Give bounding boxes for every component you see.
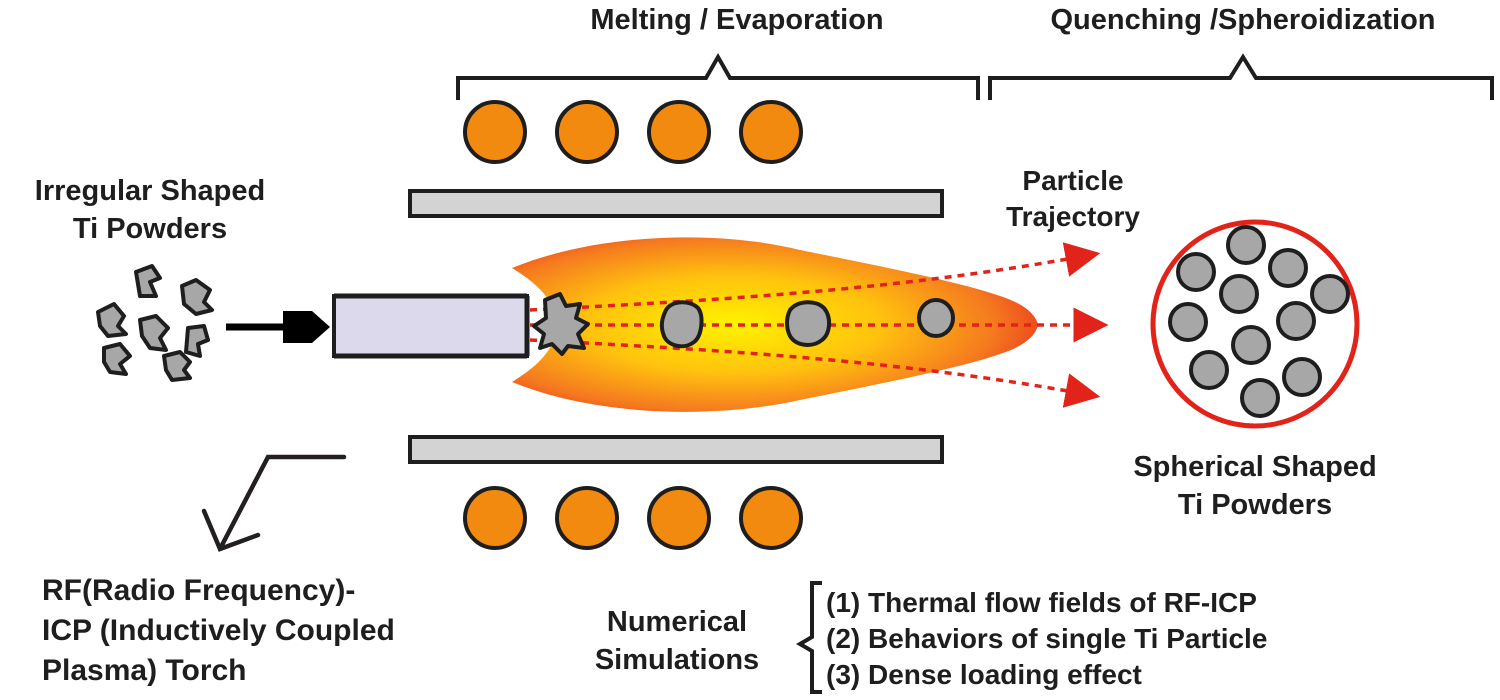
rounding-particle <box>785 300 831 347</box>
spherical-particle <box>1226 225 1266 265</box>
simulations-label-line2: Simulations <box>595 644 759 676</box>
spherical-particle <box>1219 274 1259 314</box>
torch-label-line1: RF(Radio Frequency)- <box>42 574 355 607</box>
spherical-particle <box>917 298 955 338</box>
bracket-quenching <box>988 53 1494 100</box>
rf-coil-bottom <box>463 486 803 550</box>
coil-turn <box>739 486 803 550</box>
coil-turn <box>463 486 527 550</box>
torch-label-line3: Plasma) Torch <box>42 654 247 687</box>
spherical-particle <box>1282 357 1322 397</box>
rounding-particle <box>659 300 704 349</box>
simulations-brace <box>796 581 822 694</box>
irregular-particle <box>180 278 214 316</box>
spherical-particle <box>1310 274 1350 314</box>
torch-label-line2: ICP (Inductively Coupled <box>42 614 395 647</box>
trajectory-upper <box>529 242 1101 312</box>
irregular-powder-cluster <box>96 264 214 382</box>
irregular-particle <box>102 342 132 376</box>
simulations-label-line1: Numerical <box>607 606 747 638</box>
input-label-line1: Irregular Shaped <box>35 175 265 207</box>
spherical-particle <box>1176 252 1216 292</box>
injector-tube-outline <box>334 293 530 359</box>
irregular-particle <box>138 314 170 352</box>
injector-tube <box>332 294 529 358</box>
input-label-line2: Ti Powders <box>73 213 227 245</box>
coil-turn <box>555 100 619 164</box>
simulation-item-2: (2) Behaviors of single Ti Particle <box>826 623 1267 654</box>
coil-turn <box>647 100 711 164</box>
melting-particle <box>532 292 590 356</box>
irregular-particle <box>162 350 192 382</box>
trajectory-lower <box>529 338 1101 408</box>
simulation-item-3: (3) Dense loading effect <box>826 659 1142 690</box>
output-label-line2: Ti Powders <box>1178 489 1332 521</box>
torch-callout-arrow <box>201 454 347 552</box>
irregular-particle <box>184 324 210 358</box>
spherical-particle <box>1168 302 1208 342</box>
trajectory-label-line2: Trajectory <box>1006 201 1140 232</box>
callout-head <box>201 508 261 552</box>
particle-trajectories <box>529 242 1109 408</box>
bracket-melting <box>456 52 980 100</box>
irregular-particle <box>134 264 162 298</box>
rf-coil-top <box>463 100 803 164</box>
feed-arrow-head <box>283 311 330 343</box>
spherical-particle <box>1231 325 1271 365</box>
irregular-particle <box>96 302 128 338</box>
in-flight-particles <box>532 292 955 356</box>
spherical-particle <box>1268 248 1308 288</box>
coil-turn <box>739 100 803 164</box>
callout-line <box>218 454 347 550</box>
coil-turn <box>555 486 619 550</box>
spherical-particle <box>1240 378 1280 418</box>
coil-turn <box>463 100 527 164</box>
output-label-line1: Spherical Shaped <box>1133 451 1376 483</box>
spherical-particle <box>1189 350 1229 390</box>
simulation-item-1: (1) Thermal flow fields of RF-ICP <box>826 587 1257 618</box>
stage-label-quenching: Quenching /Spheroidization <box>1050 4 1435 36</box>
trajectory-label-line1: Particle <box>1022 165 1123 196</box>
spherical-particle <box>1276 301 1316 341</box>
stage-label-melting: Melting / Evaporation <box>590 4 883 36</box>
torch-wall-bottom <box>408 435 944 464</box>
coil-turn <box>647 486 711 550</box>
torch-wall-top <box>408 189 944 218</box>
spherical-powder-collection <box>1150 219 1360 429</box>
